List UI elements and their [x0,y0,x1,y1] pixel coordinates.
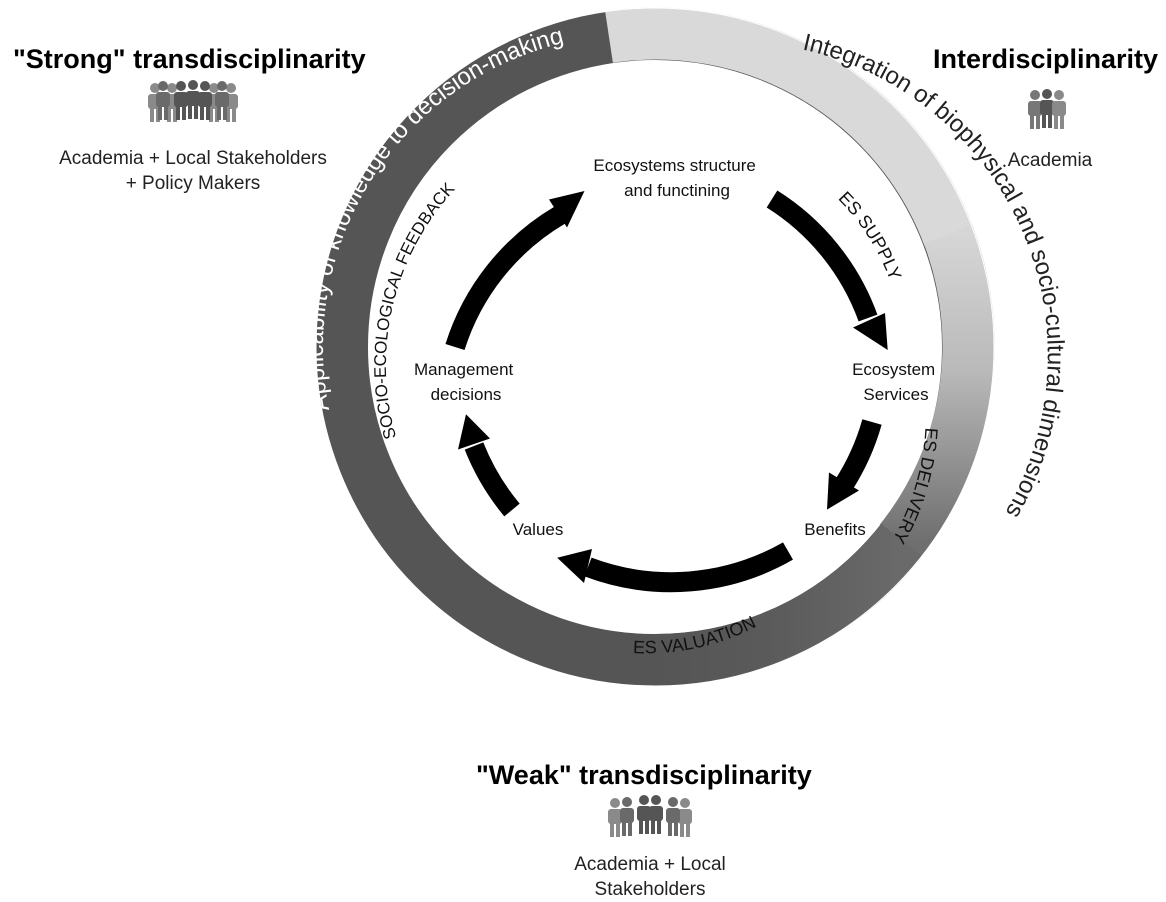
node-services-line-1: Ecosystem [852,360,935,379]
node-management-line-2: decisions [431,385,502,404]
ring-segment-right [879,224,995,558]
people-group-icon [148,80,238,122]
arrow-valuation [584,542,793,593]
ring-segment-top-right [605,7,974,247]
weak-line-1: Academia + Local [574,854,726,875]
node-values: Values [513,520,564,539]
node-ecosystems-line-1: Ecosystems structure [593,156,756,175]
node-ecosystems-line-2: and functining [624,181,730,200]
arrow-supply [766,190,878,322]
node-benefits: Benefits [804,520,865,539]
arrowhead-delivery [827,472,859,510]
arrowhead-valuation [557,549,592,583]
node-management: Management decisions [414,360,518,404]
node-management-line-1: Management [414,360,514,379]
strong-transdisciplinarity-title: "Strong" transdisciplinarity [13,44,366,74]
strong-line-1: Academia + Local Stakeholders [59,148,327,169]
node-ecosystems: Ecosystems structure and functining [593,156,760,200]
inter-line-1: Academia [1007,150,1093,171]
interdisciplinarity-title: Interdisciplinarity [933,44,1159,74]
arrow-values [464,442,520,517]
node-services-line-2: Services [863,385,928,404]
weak-line-2: Stakeholders [594,879,706,900]
weak-transdisciplinarity-title: "Weak" transdisciplinarity [476,760,812,790]
strong-transdisciplinarity-stakeholders: Academia + Local Stakeholders + Policy M… [13,146,373,196]
interdisciplinarity-stakeholders: Academia [975,148,1125,173]
node-services: Ecosystem Services [852,360,940,404]
arrowheads [458,191,888,583]
arrow-delivery [834,419,882,492]
people-trio-icon [608,795,692,837]
arrow-feedback [445,206,566,351]
people-pair-icon [1028,89,1066,129]
arrowhead-feedback [549,191,585,228]
arrowhead-supply [853,313,888,350]
ring-segment-bottom [654,523,923,687]
weak-transdisciplinarity-stakeholders: Academia + Local Stakeholders [500,852,800,902]
strong-line-2: + Policy Makers [125,173,261,194]
arrowhead-values [458,414,490,450]
